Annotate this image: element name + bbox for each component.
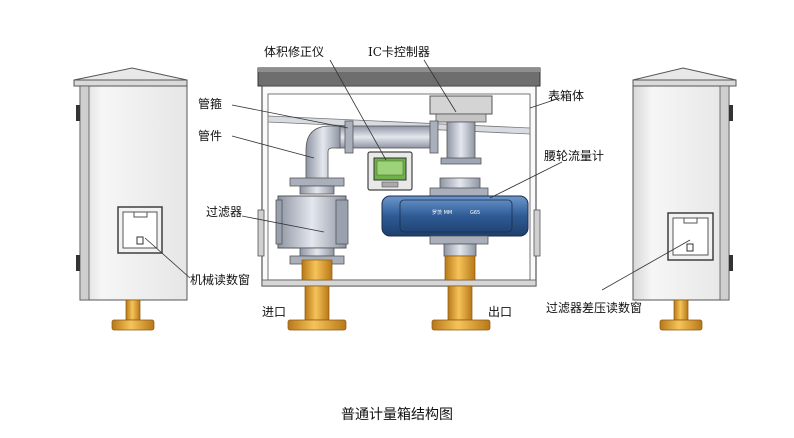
mechanical-reading-window bbox=[117, 206, 163, 254]
outlet-leg bbox=[431, 285, 491, 331]
left-box-hinge-top bbox=[76, 105, 80, 121]
roots-flowmeter: 罗茨 MM G65 bbox=[381, 177, 529, 257]
center-box-base bbox=[261, 279, 537, 287]
pipe-hoop-right bbox=[429, 120, 439, 154]
left-box-roof-edge bbox=[73, 79, 188, 87]
filter-top-flange bbox=[289, 177, 345, 187]
leader-meter-box bbox=[529, 97, 561, 109]
left-box-door-edge bbox=[79, 85, 90, 301]
leader-roots-meter bbox=[489, 161, 563, 199]
right-box-hinge-top bbox=[729, 105, 733, 121]
label-roots-meter: 腰轮流量计 bbox=[544, 149, 604, 163]
leader-mech-window bbox=[144, 237, 191, 279]
right-box-door-edge bbox=[719, 85, 730, 301]
filter-body bbox=[275, 195, 349, 249]
center-box-top-highlight bbox=[258, 68, 540, 72]
left-box-leg bbox=[111, 299, 155, 331]
right-box-roof bbox=[632, 67, 737, 81]
label-inlet: 进口 bbox=[262, 305, 286, 319]
left-box-hinge-bottom bbox=[76, 255, 80, 271]
inlet-pipe-inner bbox=[301, 259, 333, 281]
label-filter-dp-window: 过滤器差压读数窗 bbox=[546, 300, 642, 315]
right-side-view bbox=[632, 67, 737, 331]
ic-card-controller bbox=[429, 95, 493, 123]
label-volume-corrector: 体积修正仪 bbox=[264, 44, 324, 59]
label-ic-controller: IC卡控制器 bbox=[368, 45, 430, 59]
leader-filter-dp-window bbox=[601, 239, 691, 291]
right-box-leg bbox=[659, 299, 703, 331]
leader-ic-controller bbox=[423, 59, 457, 113]
outlet-upper-flange bbox=[440, 157, 482, 165]
label-mech-window: 机械读数窗 bbox=[190, 272, 250, 287]
meter-model-text: G65 bbox=[470, 210, 480, 216]
label-outlet: 出口 bbox=[488, 305, 512, 319]
right-box-roof-edge bbox=[632, 79, 737, 87]
left-box-roof bbox=[73, 67, 188, 81]
center-box-left-latch bbox=[257, 209, 265, 257]
volume-corrector bbox=[367, 151, 413, 191]
center-box-right-latch bbox=[533, 209, 541, 257]
diagram-caption: 普通计量箱结构图 bbox=[341, 407, 453, 423]
leader-pipe-fitting bbox=[231, 135, 315, 159]
meter-brand-text: 罗茨 MM bbox=[432, 209, 452, 216]
right-box-hinge-bottom bbox=[729, 255, 733, 271]
leader-pipe-hoop bbox=[231, 104, 349, 129]
label-filter: 过滤器 bbox=[206, 205, 242, 219]
leader-lines bbox=[144, 59, 691, 291]
right-box-body bbox=[632, 85, 730, 301]
inlet-leg bbox=[287, 285, 347, 331]
leader-volume-corrector bbox=[329, 59, 387, 161]
outlet-upper-pipe bbox=[446, 121, 476, 161]
left-side-view bbox=[73, 67, 188, 331]
left-box-body bbox=[79, 85, 188, 301]
elbow-pipe-fitting bbox=[305, 125, 341, 181]
filter-bottom-neck bbox=[299, 247, 335, 257]
center-meter-box: 罗茨 MM G65 bbox=[257, 67, 541, 287]
label-meter-box: 表箱体 bbox=[548, 88, 584, 103]
pipe-hoop-left bbox=[344, 120, 354, 154]
filter-top-neck bbox=[299, 185, 335, 195]
label-pipe-hoop: 管箍 bbox=[198, 96, 222, 111]
filter-dp-reading-window bbox=[667, 212, 714, 261]
outlet-pipe-inner bbox=[444, 255, 476, 281]
leader-filter bbox=[241, 215, 325, 233]
label-pipe-fitting: 管件 bbox=[198, 128, 222, 143]
